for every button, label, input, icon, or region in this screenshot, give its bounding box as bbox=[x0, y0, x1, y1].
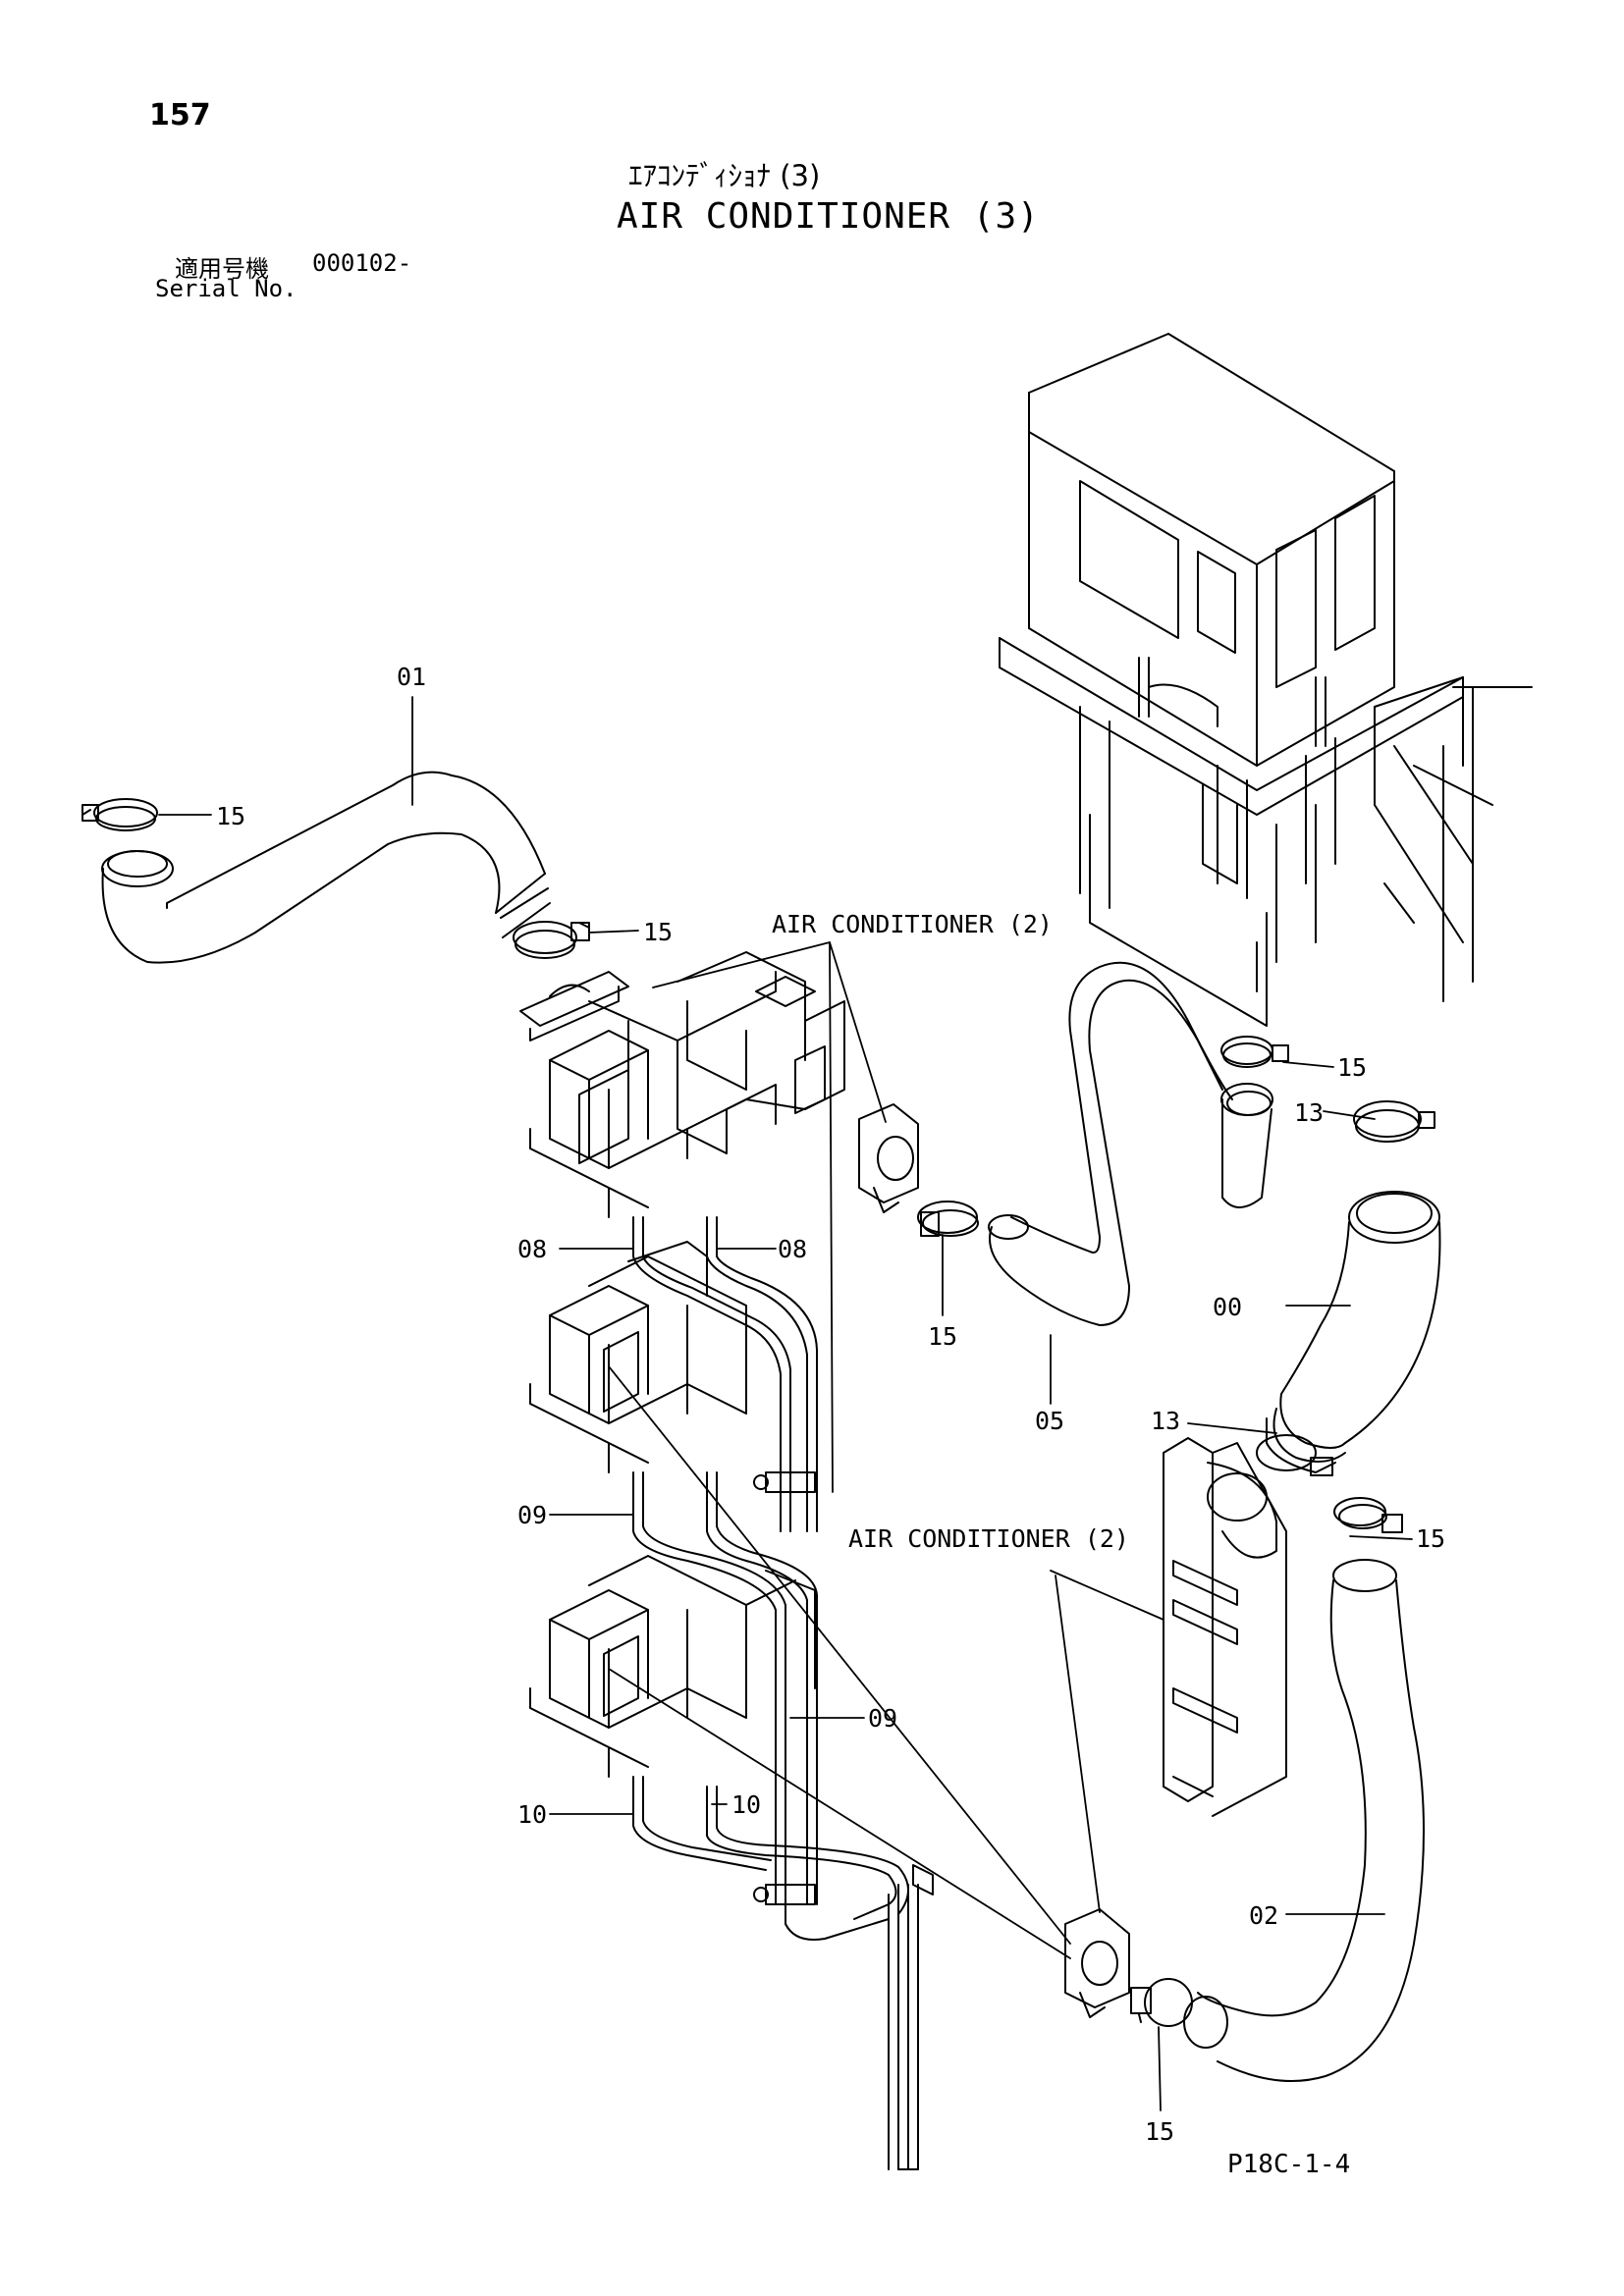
reference-air-conditioner-2-bottom: AIR CONDITIONER (2) bbox=[848, 1524, 1129, 1553]
callout-15-left: 15 bbox=[216, 802, 245, 830]
air-duct-box bbox=[1163, 1437, 1287, 1817]
callout-00: 00 bbox=[1213, 1293, 1242, 1321]
callout-08-left: 08 bbox=[517, 1235, 547, 1263]
hose-clamp-15-bottom bbox=[1130, 1978, 1193, 2027]
air-conditioner-unit-middle bbox=[529, 1241, 747, 1473]
pipes-10 bbox=[632, 1776, 919, 2170]
callout-15-right-lower: 15 bbox=[1416, 1524, 1445, 1553]
leader-lines bbox=[158, 696, 1413, 2111]
callout-10-right: 10 bbox=[731, 1790, 761, 1819]
air-conditioner-unit-upper bbox=[519, 951, 845, 1218]
hose-clamp-13-upper bbox=[1353, 1100, 1435, 1143]
hose-clamp-13-lower bbox=[1256, 1434, 1333, 1476]
callout-05: 05 bbox=[1035, 1407, 1064, 1435]
hose-01 bbox=[101, 771, 551, 964]
hose-clamp-15-left bbox=[81, 798, 158, 831]
hose-clamp-15-right-lower bbox=[1333, 1497, 1403, 1533]
callout-labels: 01 15 15 AIR CONDITIONER (2) 15 13 08 08… bbox=[216, 663, 1445, 2146]
duct-adapter-lower bbox=[1064, 1908, 1130, 2018]
cab-structure bbox=[999, 333, 1533, 1027]
hose-05 bbox=[988, 961, 1273, 1326]
pipe-clip-lower bbox=[753, 1864, 934, 1905]
serial-number-value: 000102- bbox=[312, 249, 412, 277]
callout-01: 01 bbox=[397, 663, 426, 691]
callout-15-right-upper: 15 bbox=[1337, 1053, 1367, 1082]
pipes-09 bbox=[632, 1471, 818, 1905]
reference-air-conditioner-2-top: AIR CONDITIONER (2) bbox=[772, 910, 1053, 938]
callout-13-upper: 13 bbox=[1294, 1098, 1324, 1127]
hose-clamp-15-right-upper bbox=[1220, 1036, 1289, 1068]
pipe-clip-upper bbox=[753, 1471, 816, 1493]
callout-13-lower: 13 bbox=[1151, 1407, 1180, 1435]
callout-08-right: 08 bbox=[778, 1235, 807, 1263]
duct-adapter-upper bbox=[858, 1103, 919, 1213]
title-japanese: ｴｱｺﾝﾃﾞｨｼｮﾅ (3) bbox=[628, 159, 821, 192]
page-number: 157 bbox=[149, 98, 211, 133]
hose-clamp-15-upper bbox=[513, 921, 590, 959]
callout-15-mid: 15 bbox=[928, 1322, 957, 1351]
callout-09-right: 09 bbox=[868, 1704, 897, 1733]
pipes-08 bbox=[632, 1216, 818, 1532]
hose-clamp-15-mid bbox=[917, 1201, 979, 1237]
title-english: AIR CONDITIONER (3) bbox=[617, 196, 1040, 237]
callout-10-left: 10 bbox=[517, 1800, 547, 1829]
callout-15-bottom: 15 bbox=[1145, 2117, 1174, 2146]
callout-09-left: 09 bbox=[517, 1501, 547, 1529]
callout-15-upper: 15 bbox=[643, 918, 673, 946]
air-conditioner-unit-lower bbox=[529, 1555, 816, 1778]
hose-00 bbox=[1266, 1191, 1441, 1473]
hose-02 bbox=[1183, 1559, 1425, 2082]
page-code: P18C-1-4 bbox=[1227, 2150, 1351, 2179]
callout-02: 02 bbox=[1249, 1901, 1278, 1930]
serial-label-japanese: 適用号機 bbox=[175, 255, 269, 283]
serial-label-english: Serial No. bbox=[155, 275, 298, 302]
